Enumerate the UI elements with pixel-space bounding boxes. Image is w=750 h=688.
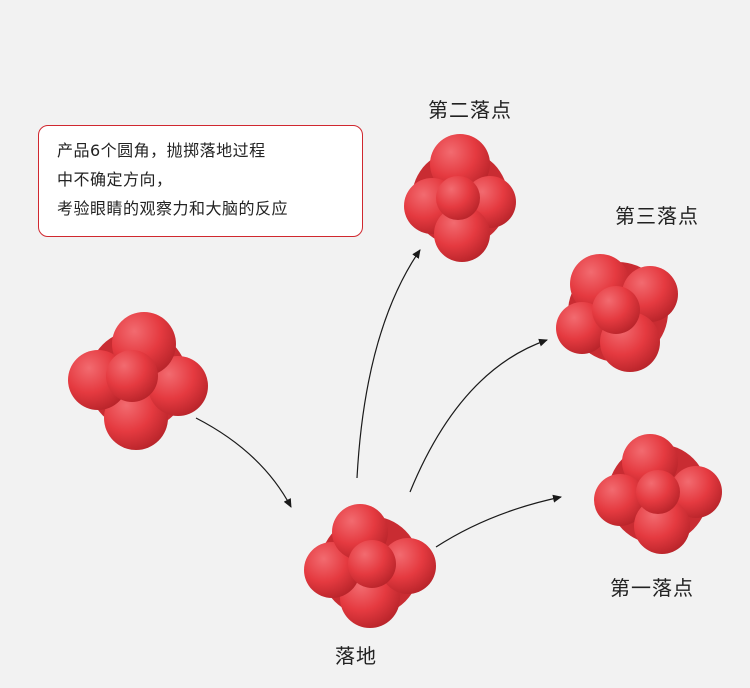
reaction-ball-landing xyxy=(304,504,436,628)
arrow-to-third-point xyxy=(409,338,548,493)
reaction-ball-first-point xyxy=(594,434,722,554)
label-second-point: 第二落点 xyxy=(428,98,512,122)
info-line-3: 考验眼睛的观察力和大脑的反应 xyxy=(57,199,289,218)
info-line-2: 中不确定方向， xyxy=(57,170,173,189)
info-line-1: 产品6个圆角，抛掷落地过程 xyxy=(57,141,266,160)
arrow-to-first-point xyxy=(435,494,562,548)
info-box: 产品6个圆角，抛掷落地过程 中不确定方向， 考验眼睛的观察力和大脑的反应 xyxy=(38,125,363,237)
reaction-ball-third-point xyxy=(556,254,678,372)
label-first-point: 第一落点 xyxy=(610,576,694,600)
label-landing: 落地 xyxy=(335,644,377,668)
label-third-point: 第三落点 xyxy=(615,204,699,228)
reaction-ball-second-point xyxy=(404,134,516,262)
arrow-to-second-point xyxy=(356,249,421,479)
reaction-ball-thrown xyxy=(68,312,208,450)
arrow-to-landing xyxy=(195,417,292,508)
